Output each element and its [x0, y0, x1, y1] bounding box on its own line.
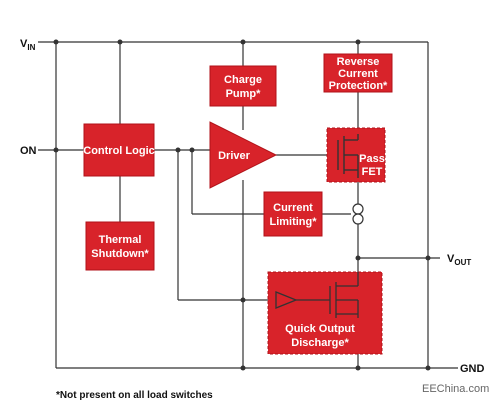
gnd-label: GND: [460, 363, 485, 375]
pass-fet-symbol: [337, 134, 359, 178]
thermal-label-line2: Shutdown*: [91, 248, 149, 260]
charge-pump-label-line1: Charge: [224, 74, 262, 86]
quick-output-discharge-block: Quick Output Discharge*: [267, 271, 383, 355]
junction-dot: [240, 39, 246, 45]
watermark: EEChina.com: [422, 383, 489, 395]
current-limiting-block: Current Limiting*: [263, 191, 323, 237]
control-logic-block: Control Logic: [83, 123, 155, 177]
reverse-label-line3: Protection*: [329, 80, 388, 92]
thermal-label-line1: Thermal: [99, 234, 142, 246]
current-sense-icon: [352, 203, 364, 225]
thermal-shutdown-block: Thermal Shutdown*: [85, 221, 155, 271]
pass-fet-block: Pass FET: [326, 127, 386, 183]
junction-dot: [240, 297, 246, 303]
junction-dot: [425, 365, 431, 371]
junction-dot: [240, 365, 246, 371]
junction-dot: [355, 255, 361, 261]
junction-dot: [53, 39, 59, 45]
junctions: [53, 39, 431, 371]
junction-dot: [117, 39, 123, 45]
pass-fet-label-line2: FET: [362, 166, 383, 178]
junction-dot: [189, 147, 195, 153]
current-limit-label-line1: Current: [273, 202, 313, 214]
discharge-label-line1: Quick Output: [285, 323, 355, 335]
driver-amplifier: Driver: [209, 121, 278, 189]
vin-label: VIN: [20, 38, 36, 52]
footnote: *Not present on all load switches: [56, 390, 213, 401]
junction-dot: [175, 147, 181, 153]
on-label: ON: [20, 145, 37, 157]
junction-dot: [53, 147, 59, 153]
charge-pump-block: Charge Pump*: [209, 65, 277, 107]
current-limit-label-line2: Limiting*: [269, 216, 317, 228]
driver-label: Driver: [218, 150, 251, 162]
reverse-current-protection-block: Reverse Current Protection*: [323, 53, 393, 93]
reverse-label-line2: Current: [338, 68, 378, 80]
control-logic-label: Control Logic: [83, 145, 155, 157]
pass-fet-label-line1: Pass: [359, 153, 385, 165]
reverse-label-line1: Reverse: [337, 56, 380, 68]
vout-label: VOUT: [447, 253, 471, 267]
charge-pump-label-line2: Pump*: [226, 88, 262, 100]
discharge-label-line2: Discharge*: [291, 337, 349, 349]
junction-dot: [355, 39, 361, 45]
discharge-circuit-symbol: [275, 272, 359, 318]
junction-dot: [355, 365, 361, 371]
junction-dot: [425, 255, 431, 261]
